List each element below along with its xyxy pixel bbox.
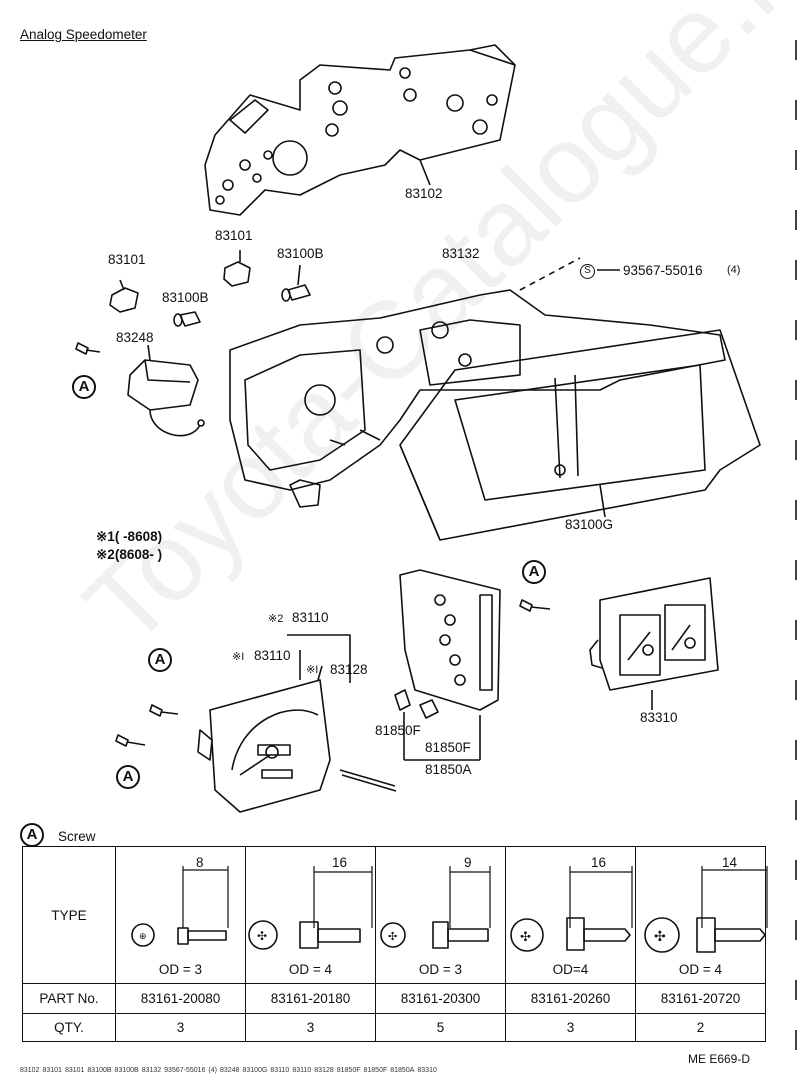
part-caption: (4) (208, 1067, 217, 1074)
od-value-4: OD=4 (552, 962, 589, 977)
table-row-qty: QTY. 3 3 5 3 2 (22, 1013, 766, 1042)
table-row-type: TYPE 8 OD = 3 16 OD = 4 9 OD = 3 16 OD=4… (22, 846, 766, 984)
screw-table: TYPE 8 OD = 3 16 OD = 4 9 OD = 3 16 OD=4… (22, 846, 766, 1042)
dim-value-5: 14 (722, 855, 738, 870)
row-label-part-no: PART No. (22, 983, 116, 1014)
od-value-1: OD = 3 (158, 962, 203, 977)
part-caption: 83248 (219, 1067, 240, 1074)
circle-a-mark-1: A (72, 375, 96, 399)
part-no-cell: 83161-20180 (245, 983, 376, 1014)
part-caption: 93567-55016 (164, 1067, 206, 1074)
od-value-3: OD = 3 (418, 962, 463, 977)
part-caption: 83110 (292, 1067, 312, 1074)
label-93567-qty: (4) (727, 264, 741, 276)
bulb-83100B-left (173, 311, 201, 327)
circle-s-mark: S (580, 264, 595, 279)
od-value-5: OD = 4 (678, 962, 723, 977)
label-83100B-upper: 83100B (277, 246, 324, 261)
label-81850A: 81850A (425, 762, 472, 777)
screw-a-mid (149, 704, 179, 717)
socket-83101-upper (223, 250, 251, 287)
part-caption: 83101 (42, 1067, 62, 1074)
module-83248 (127, 344, 205, 437)
dim-value-1: 8 (196, 855, 204, 870)
dim-value-4: 16 (591, 855, 607, 870)
qty-cell: 3 (245, 1013, 376, 1042)
part-no-cell: 83161-20080 (115, 983, 246, 1014)
circle-a-mark-3: A (116, 765, 140, 789)
figure-code: ME E669-D (688, 1052, 751, 1066)
row-label-type: TYPE (22, 846, 116, 984)
printed-circuit-83102 (204, 44, 516, 216)
part-caption: 83100B (114, 1067, 139, 1074)
od-value-2: OD = 4 (288, 962, 333, 977)
screw-s-leader (519, 257, 581, 291)
circle-a-mark-4: A (522, 560, 546, 584)
label-83248: 83248 (116, 330, 154, 345)
part-caption: 83310 (417, 1067, 437, 1074)
part-caption: 83132 (141, 1067, 162, 1074)
label-83132: 83132 (442, 246, 480, 261)
note-1: ※1( -8608) (96, 529, 163, 544)
qty-cell: 2 (635, 1013, 766, 1042)
qty-cell: 3 (115, 1013, 246, 1042)
indicator-81850A (394, 569, 501, 761)
lens-83100G (399, 329, 761, 541)
label-star1-prefix: ※I (232, 651, 245, 663)
case-83132 (229, 289, 726, 508)
label-83100G: 83100G (565, 517, 614, 532)
qty-cell: 5 (375, 1013, 506, 1042)
label-star2-prefix: ※2 (268, 613, 284, 625)
part-no-cell: 83161-20260 (505, 983, 636, 1014)
label-81850F-left: 81850F (375, 723, 421, 738)
label-83101-upper: 83101 (215, 228, 253, 243)
type-cell-1: 8 OD = 3 (115, 846, 246, 984)
part-caption: 83110 (270, 1067, 290, 1074)
part-caption: 81850F (336, 1067, 361, 1074)
label-83128: 83128 (330, 662, 368, 677)
screw-legend-label: Screw (58, 829, 96, 844)
socket-83101-left (109, 279, 139, 313)
label-83100B-left: 83100B (162, 290, 209, 305)
label-83101-left: 83101 (108, 252, 146, 267)
label-83110-v1: 83110 (254, 648, 291, 663)
leader-83110 (287, 634, 351, 683)
type-cell-5: 14 OD = 4 (635, 846, 766, 984)
label-81850F-right: 81850F (425, 740, 471, 755)
diagram-title: Analog Speedometer (20, 27, 147, 42)
gauge-83310 (589, 577, 719, 710)
qty-cell: 3 (505, 1013, 636, 1042)
part-caption: 83102 (20, 1067, 40, 1074)
screw-a-low (115, 734, 146, 747)
table-row-part-no: PART No. 83161-20080 83161-20180 83161-2… (22, 983, 766, 1014)
label-star1-b: ※I (306, 664, 319, 676)
label-83110-v2: 83110 (292, 610, 329, 625)
type-cell-3: 9 OD = 3 (375, 846, 506, 984)
part-caption: 83100B (87, 1067, 112, 1074)
part-caption: 83101 (64, 1067, 85, 1074)
type-cell-4: 16 OD=4 (505, 846, 636, 984)
label-83310: 83310 (640, 710, 678, 725)
part-no-cell: 83161-20720 (635, 983, 766, 1014)
row-label-qty: QTY. (22, 1013, 116, 1042)
part-caption: 81850F (363, 1067, 388, 1074)
dim-value-2: 16 (332, 855, 348, 870)
label-93567-55016: 93567-55016 (623, 263, 703, 278)
part-no-cell: 83161-20300 (375, 983, 506, 1014)
label-83102: 83102 (405, 186, 443, 201)
part-caption: 81850A (390, 1067, 415, 1074)
bulb-83100B-upper (281, 264, 311, 302)
speedometer-83110 (197, 665, 397, 813)
type-cell-2: 16 OD = 4 (245, 846, 376, 984)
part-caption: 83128 (314, 1067, 334, 1074)
circle-a-mark-2: A (148, 648, 172, 672)
screw-a-left (75, 342, 101, 355)
screw-a-right (519, 599, 551, 612)
part-caption: 83100G (242, 1067, 268, 1074)
note-2: ※2(8608- ) (96, 547, 163, 562)
circle-a-legend: A (20, 823, 44, 847)
dim-value-3: 9 (464, 855, 472, 870)
